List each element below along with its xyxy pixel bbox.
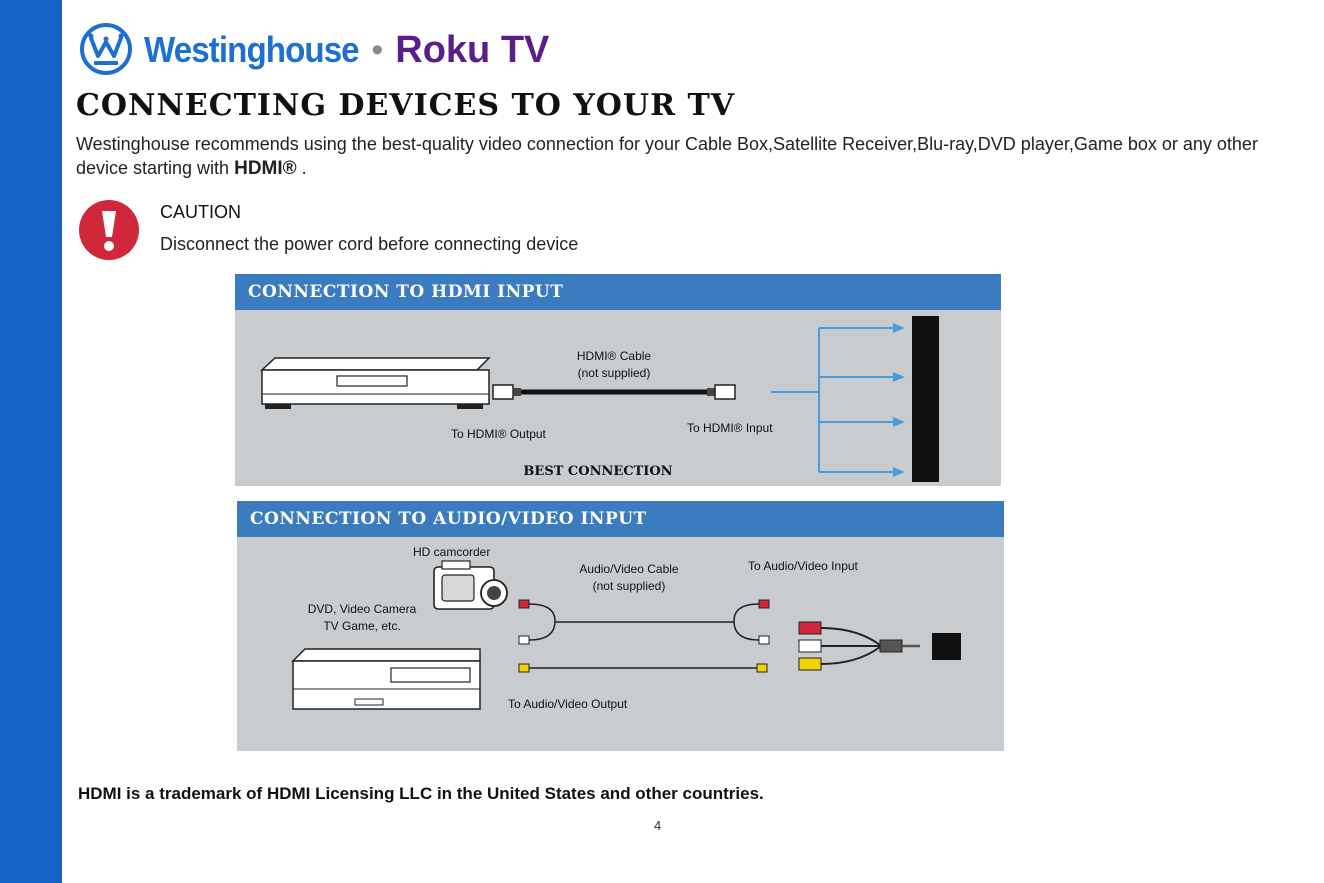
tv-av-port-panel [932,633,961,660]
av-panel-header: CONNECTION TO AUDIO/VIDEO INPUT [237,501,1004,537]
camcorder-illustration [433,560,508,610]
brand-header: Westinghouse • Roku TV [78,22,549,78]
intro-paragraph: Westinghouse recommends using the best-q… [76,132,1296,181]
brand-separator: • [371,30,384,69]
best-connection-label: BEST CONNECTION [523,464,672,479]
intro-end: . [296,158,307,178]
dvd-player-illustration [260,357,491,409]
camcorder-label: HD camcorder [413,545,490,559]
av-adapter-illustration [798,621,920,671]
device-label-2: TV Game, etc. [323,619,400,633]
hdmi-cable-label-2: (not supplied) [578,366,651,380]
caution-text: Disconnect the power cord before connect… [160,234,579,254]
av-input-label: To Audio/Video Input [748,559,859,573]
device-label-1: DVD, Video Camera [308,602,417,616]
hdmi-cable-label-1: HDMI® Cable [577,349,652,363]
hdmi-diagram: HDMI® Cable (not supplied) To HDMI® Outp… [260,316,939,482]
caution-title: CAUTION [160,202,241,222]
hdmi-connection-panel: CONNECTION TO HDMI INPUT [235,274,1001,486]
intro-hdmi-word: HDMI® [234,158,297,179]
av-cable-label-1: Audio/Video Cable [579,562,679,576]
westinghouse-logo-icon [80,23,132,75]
intro-text: Westinghouse recommends using the best-q… [76,134,1258,178]
hdmi-output-label: To HDMI® Output [451,427,547,441]
tv-side-panel [912,316,939,482]
brand-name: Westinghouse [144,29,360,70]
hdmi-input-arrows [771,327,895,473]
arrow-heads [893,323,905,477]
hdmi-input-label: To HDMI® Input [687,421,773,435]
left-sidebar-bar [0,0,62,883]
rca-plugs-right [733,599,770,673]
vcr-illustration [291,648,481,710]
hdmi-panel-header: CONNECTION TO HDMI INPUT [235,274,1001,310]
trademark-footnote: HDMI is a trademark of HDMI Licensing LL… [78,784,764,803]
caution-icon [79,200,139,260]
av-cable-label-2: (not supplied) [593,579,666,593]
av-diagram: HD camcorder DVD, Video Camera TV Game, … [291,545,961,711]
page-title: CONNECTING DEVICES TO YOUR TV [76,88,736,123]
partner-name: Roku TV [395,28,550,71]
rca-plugs-left [518,599,556,673]
av-output-label: To Audio/Video Output [508,697,628,711]
hdmi-cable-illustration [492,384,736,400]
page-number: 4 [654,818,662,833]
av-connection-panel: CONNECTION TO AUDIO/VIDEO INPUT [237,501,1004,751]
